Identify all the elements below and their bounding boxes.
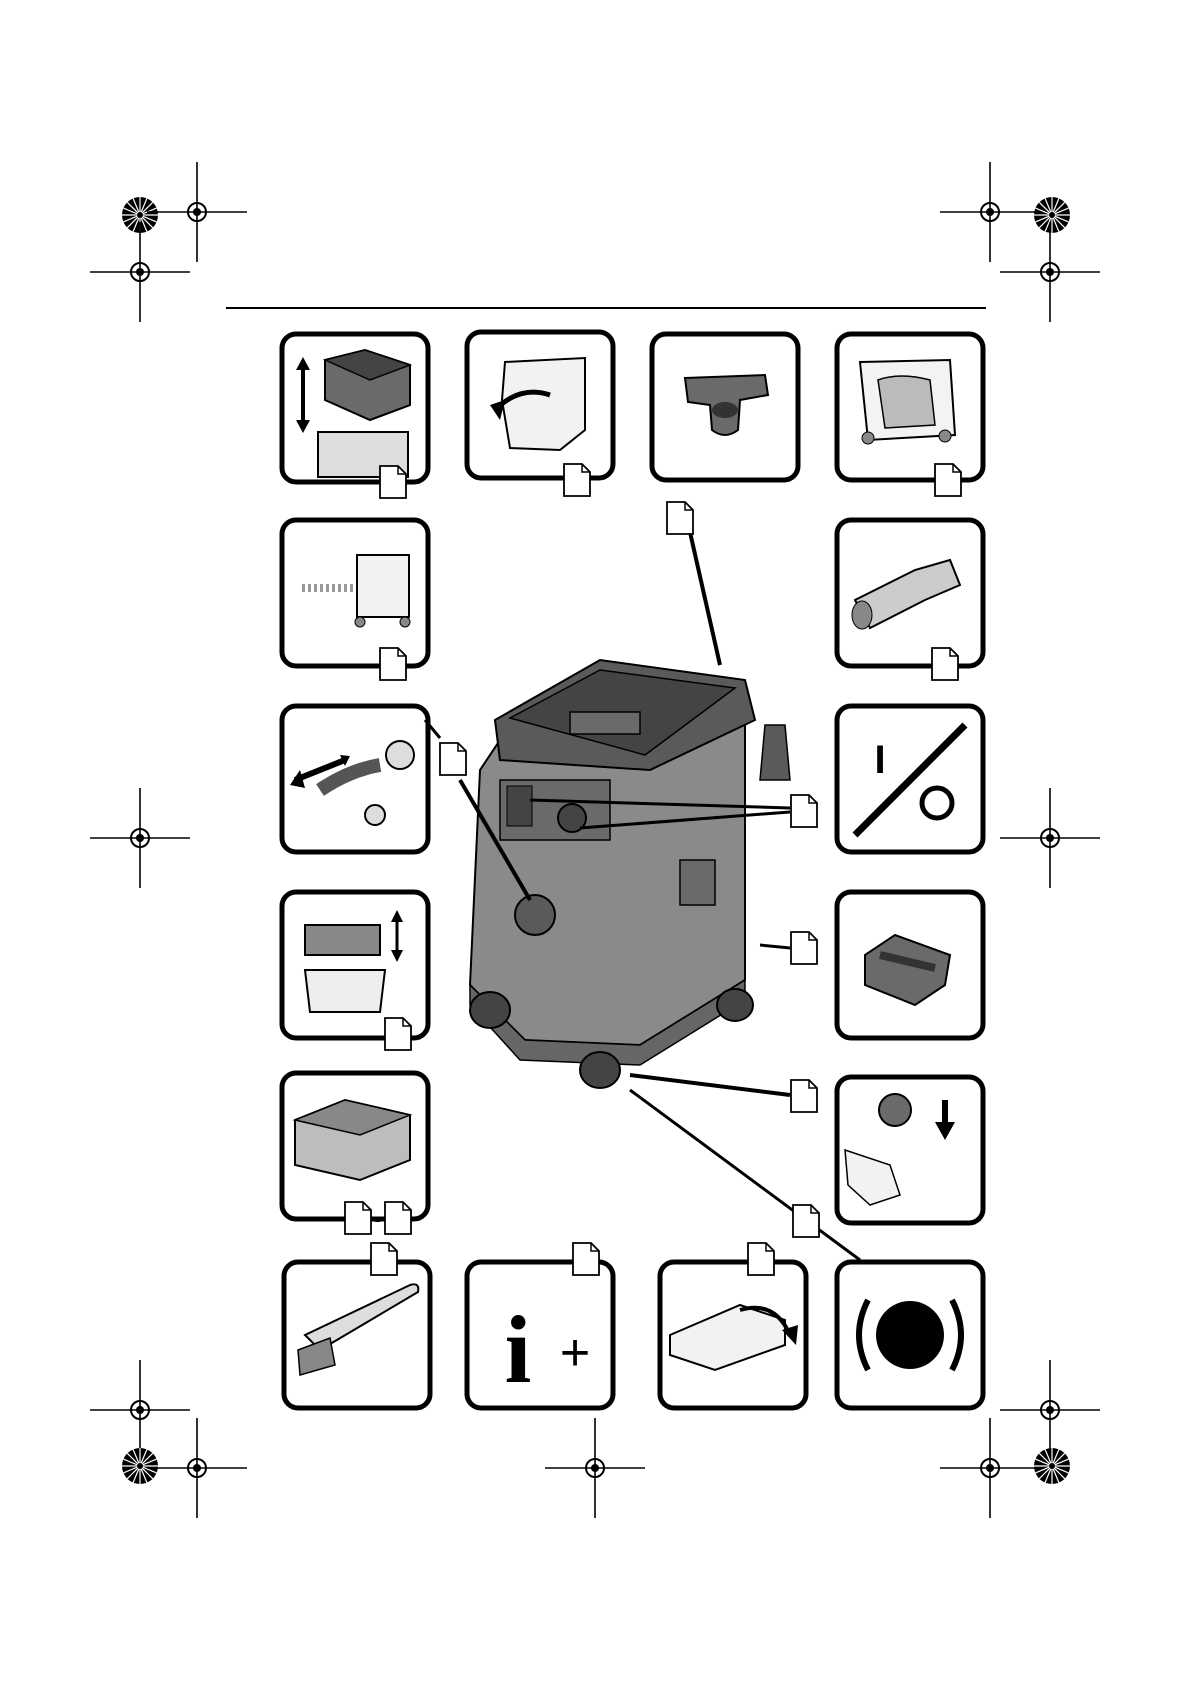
crosshair-icon [90, 1360, 190, 1460]
info-plus: + [560, 1324, 590, 1382]
tile-hose-holder [652, 334, 798, 480]
page-ref [935, 464, 961, 496]
crosshair-icon [147, 1418, 247, 1518]
page-ref [932, 648, 958, 680]
tile-open-box [660, 1262, 806, 1408]
crosshair-icon [90, 222, 190, 322]
page-ref [564, 464, 590, 496]
page-ref [380, 466, 406, 498]
starburst-icon [1034, 197, 1070, 233]
page-ref [345, 1202, 371, 1234]
tile-hose-adapter [837, 520, 983, 666]
page-ref [385, 1018, 411, 1050]
info-glyph: i [505, 1296, 532, 1403]
page-ref [573, 1243, 599, 1275]
page-ref [380, 648, 406, 680]
tile-caster-brake [837, 1077, 983, 1223]
dust-bag-icon [860, 360, 955, 444]
tile-on-off: I [837, 706, 983, 852]
starburst-icon [1034, 1448, 1070, 1484]
page-ref [667, 502, 693, 534]
crosshair-icon [1000, 1360, 1100, 1460]
on-symbol: I [874, 738, 885, 782]
crosshair-icon [545, 1418, 645, 1518]
crosshair-icon [147, 162, 247, 262]
page-ref [440, 743, 466, 775]
tile-brush [284, 1262, 430, 1408]
page-ref [748, 1243, 774, 1275]
starburst-icon [122, 1448, 158, 1484]
tile-lift-head [282, 334, 428, 482]
crosshair-icon [940, 1418, 1040, 1518]
tile-dust-bag [837, 334, 983, 480]
ref-separator-dot [375, 1217, 380, 1222]
page-ref [371, 1243, 397, 1275]
page-ref [791, 1080, 817, 1112]
tile-push-vacuum [282, 520, 428, 666]
tile-connect-hose [282, 706, 428, 852]
crosshair-icon [1000, 222, 1100, 322]
tile-flat-filter [282, 1073, 428, 1219]
page-ref [793, 1205, 819, 1237]
page-ref [385, 1202, 411, 1234]
tile-accessory-holder [837, 892, 983, 1038]
vacuum-machine [470, 660, 790, 1088]
tile-info: i + [467, 1262, 613, 1408]
crosshair-icon [1000, 788, 1100, 888]
tile-noise [837, 1262, 983, 1408]
tile-rotate-container [467, 332, 613, 478]
tile-insert-filter [282, 892, 428, 1038]
crosshair-icon [90, 788, 190, 888]
page-ref [791, 932, 817, 964]
crosshair-icon [940, 162, 1040, 262]
page-ref [791, 795, 817, 827]
